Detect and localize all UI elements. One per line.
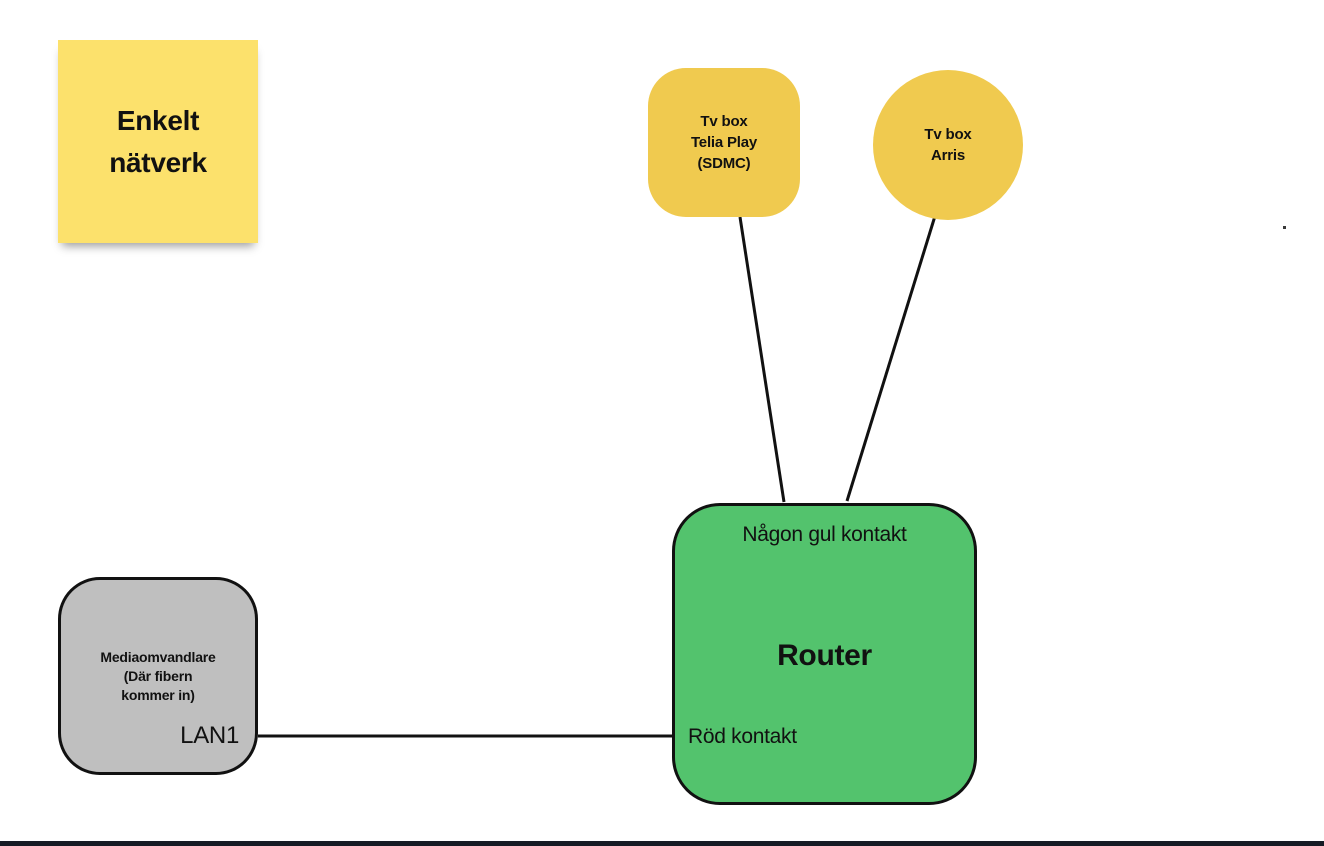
router-left-port-label: Röd kontakt <box>688 725 797 748</box>
node-media-converter[interactable]: Mediaomvandlare (Där fibern kommer in) L… <box>58 577 258 775</box>
node-tv-box-arris[interactable]: Tv box Arris <box>873 70 1023 220</box>
node-label-line: Arris <box>930 147 966 164</box>
node-label-line: Tv box <box>924 126 972 143</box>
node-label-line: kommer in) <box>121 686 195 703</box>
node-tv-box-telia-play[interactable]: Tv box Telia Play (SDMC) <box>648 68 800 217</box>
bottom-bar <box>0 841 1324 846</box>
node-router[interactable]: Någon gul kontakt Router Röd kontakt <box>672 503 977 805</box>
node-label-line: (SDMC) <box>697 155 751 172</box>
router-top-port-label: Någon gul kontakt <box>742 523 907 546</box>
edge-arris-to-router[interactable] <box>845 215 937 502</box>
node-label-line: Tv box <box>700 113 748 130</box>
sticky-note-text-line: nätverk <box>109 146 207 178</box>
node-label-line: Mediaomvandlare <box>100 648 216 665</box>
stray-dot <box>1283 226 1286 229</box>
router-title: Router <box>777 639 872 672</box>
node-label-line: Telia Play <box>690 134 758 151</box>
sticky-note-title[interactable]: Enkelt nätverk <box>58 40 258 243</box>
media-converter-lan1-label: LAN1 <box>180 722 239 749</box>
node-label-line: (Där fibern <box>123 667 193 684</box>
edge-sdmc-to-router[interactable] <box>738 216 786 503</box>
sticky-note-text-line: Enkelt <box>116 104 200 136</box>
